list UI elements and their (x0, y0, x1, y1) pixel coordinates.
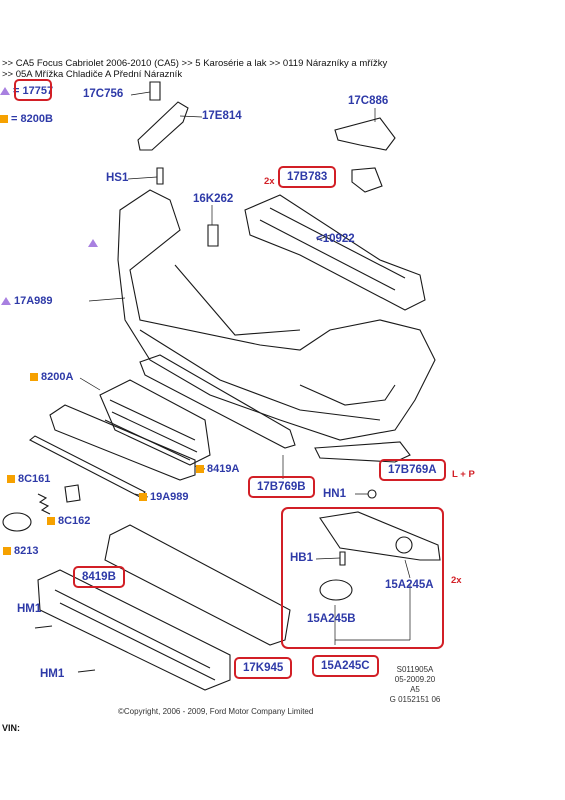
strip-17b769a (314, 441, 411, 463)
square-icon (30, 373, 38, 381)
bracket-17b783 (351, 167, 383, 193)
part-label-8419a-text: 8419A (207, 463, 240, 475)
part-label-17c886[interactable]: 17C886 (348, 95, 389, 107)
part-label-16k262[interactable]: 16K262 (193, 193, 234, 205)
legend-triangle-highlight (14, 79, 52, 101)
part-label-17c756[interactable]: 17C756 (83, 88, 124, 100)
ford-badge (2, 512, 32, 532)
upper-grille (99, 379, 211, 466)
bumper-cover (117, 189, 436, 441)
diagram-code: S011905A (396, 665, 434, 674)
screw-hm1-upper (34, 625, 53, 629)
triangle-icon (0, 87, 10, 95)
part-label-hm1-upper[interactable]: HM1 (17, 603, 42, 615)
clip-16k262 (207, 224, 219, 247)
square-icon (7, 475, 15, 483)
breadcrumb-line-2: >> 05A Mřížka Chladiče A Přední Nárazník (2, 69, 183, 80)
part-label-8419a[interactable]: 8419A (196, 463, 239, 475)
part-label-8419b[interactable]: 8419B (73, 566, 125, 588)
part-label-8213[interactable]: 8213 (3, 545, 38, 557)
bezel-15a245b (319, 579, 353, 601)
breadcrumb-line-1: >> CA5 Focus Cabriolet 2006-2010 (CA5) >… (2, 58, 388, 69)
square-icon (3, 547, 11, 555)
quantity-note-fog-group: 2x (451, 575, 462, 586)
part-label-19a989-text: 19A989 (150, 491, 189, 503)
triangle-icon (1, 297, 11, 305)
square-icon (139, 493, 147, 501)
part-label-17b769b[interactable]: 17B769B (248, 476, 315, 498)
part-label-15a245a[interactable]: 15A245A (385, 579, 434, 591)
bracket-8c162 (64, 484, 81, 503)
vin-label: VIN: (2, 723, 20, 733)
square-icon (0, 115, 8, 123)
part-label-hb1[interactable]: HB1 (290, 552, 314, 564)
part-label-8200a-text: 8200A (41, 371, 74, 383)
lower-grille (37, 569, 231, 691)
reinforcement-beam (244, 194, 426, 311)
triangle-marker-bumper (88, 239, 98, 247)
diagram-a5: A5 (410, 685, 420, 694)
quantity-note-17b783: 2x (264, 176, 275, 187)
part-label-8213-text: 8213 (14, 545, 39, 557)
diagram-metadata: S011905A 05-2009.20 A5 G 0152151 06 (385, 665, 445, 705)
spring-8c161 (37, 493, 51, 515)
frame-8419b (104, 524, 291, 646)
part-label-8200a[interactable]: 8200A (30, 371, 73, 383)
part-label-17a989[interactable]: 17A989 (1, 295, 53, 307)
part-label-8c161[interactable]: 8C161 (7, 473, 50, 485)
square-icon (196, 465, 204, 473)
legend-triangle-text: = 17757 (13, 85, 54, 97)
diagram-g-code: G 0152151 06 (389, 695, 441, 704)
note-left-right: L + P (452, 469, 475, 480)
part-label-hm1-lower[interactable]: HM1 (40, 668, 65, 680)
nut-hn1 (367, 489, 377, 499)
screw-hb1 (339, 551, 346, 566)
legend-square: = 8200B (0, 113, 53, 125)
part-label-hn1[interactable]: HN1 (323, 488, 347, 500)
screw-hm1-lower (77, 669, 96, 673)
part-label-17a989-text: 17A989 (14, 295, 53, 307)
screw-hs1 (156, 167, 164, 185)
copyright: ©Copyright, 2006 - 2009, Ford Motor Comp… (118, 707, 314, 716)
strip-17b769b (139, 354, 296, 449)
grille-frame-8419a (49, 404, 196, 481)
trim-19a989 (28, 435, 146, 498)
legend-square-text: = 8200B (11, 113, 53, 125)
part-label-17b783[interactable]: 17B783 (278, 166, 337, 188)
part-label-8c162[interactable]: 8C162 (47, 515, 90, 527)
square-icon (47, 517, 55, 525)
part-label-17b769a[interactable]: 17B769A (379, 459, 446, 481)
bracket-17e814 (137, 101, 189, 151)
legend-triangle: = 17757 (0, 85, 53, 97)
diagram-date: 05-2009.20 (394, 675, 436, 684)
part-label-15a245c[interactable]: 15A245C (312, 655, 379, 677)
bezel-15a245a (319, 511, 441, 561)
bracket-17c886 (334, 117, 396, 151)
part-label-15a245b[interactable]: 15A245B (307, 613, 356, 625)
part-label-10922[interactable]: <10922 (316, 233, 355, 245)
part-label-8c161-text: 8C161 (18, 473, 51, 485)
breadcrumb: >> CA5 Focus Cabriolet 2006-2010 (CA5) >… (2, 58, 387, 80)
part-label-17k945[interactable]: 17K945 (234, 657, 293, 679)
part-label-19a989[interactable]: 19A989 (139, 491, 189, 503)
part-label-8c162-text: 8C162 (58, 515, 91, 527)
part-label-hs1[interactable]: HS1 (106, 172, 129, 184)
part-label-17e814[interactable]: 17E814 (202, 110, 242, 122)
fog-lamp-group-highlight (281, 507, 444, 649)
